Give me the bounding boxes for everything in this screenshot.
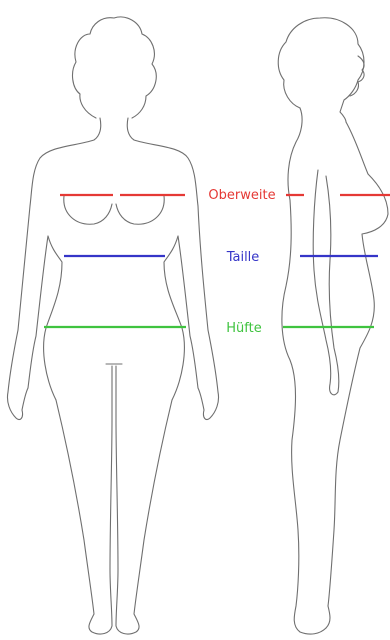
front-torso-left	[44, 236, 62, 400]
front-head-outline	[73, 17, 157, 118]
side-arm	[313, 170, 339, 395]
front-left-arm	[7, 206, 48, 420]
front-right-arm	[178, 206, 219, 420]
front-right-leg	[116, 366, 172, 634]
front-body-figure	[7, 17, 218, 634]
front-neck-shoulders	[30, 118, 198, 206]
waist-label: Taille	[226, 250, 260, 265]
bust-measurement: Oberweite	[60, 188, 390, 203]
side-head-outline	[278, 18, 364, 122]
bust-label: Oberweite	[208, 188, 275, 203]
front-left-leg	[56, 366, 112, 634]
front-bust-curves	[64, 196, 164, 224]
side-face-profile	[350, 56, 364, 96]
side-front-outline	[326, 122, 388, 628]
side-back-outline	[282, 108, 326, 634]
hip-label: Hüfte	[226, 321, 261, 336]
